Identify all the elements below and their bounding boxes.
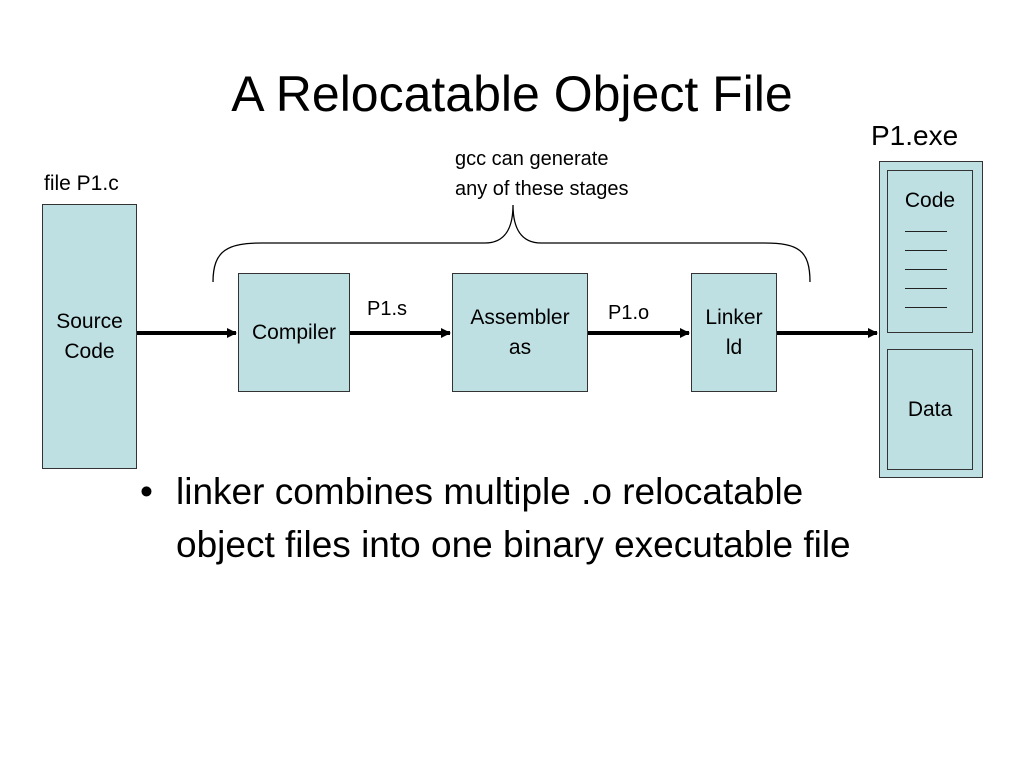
code-line	[905, 213, 947, 232]
gcc-note-line-1: gcc can generate	[455, 148, 609, 170]
gcc-note: gcc can generate any of these stages	[455, 144, 628, 204]
stages-brace	[212, 204, 811, 283]
exe-file-label: P1.exe	[871, 120, 959, 151]
exe-code-lines	[905, 213, 947, 308]
compiler-box: Compiler	[238, 273, 350, 392]
code-line	[905, 251, 947, 270]
source-file-label: file P1.c	[44, 172, 119, 195]
exe-data-section: Data	[887, 349, 973, 470]
arrow-label-p1-s: P1.s	[367, 298, 408, 320]
exe-data-label: Data	[907, 397, 953, 421]
gcc-note-line-2: any of these stages	[455, 178, 629, 200]
assembler-box: Assembler as	[452, 273, 588, 392]
code-line	[905, 289, 947, 308]
source-code-box: Source Code	[42, 204, 137, 469]
arrow-label-p1-o: P1.o	[608, 302, 650, 324]
code-line	[905, 270, 947, 289]
code-line	[905, 232, 947, 251]
bullet-marker: •	[140, 471, 153, 512]
exe-code-label: Code	[904, 189, 956, 212]
bullet-item: linker combines multiple .o relocatable …	[176, 471, 851, 565]
slide-title: A Relocatable Object File	[231, 66, 793, 122]
linker-box: Linker ld	[691, 273, 777, 392]
exe-code-section	[887, 170, 973, 333]
